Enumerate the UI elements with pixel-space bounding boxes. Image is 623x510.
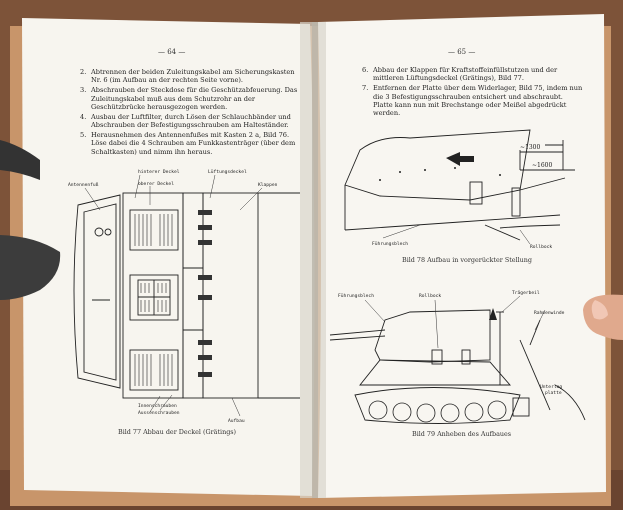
label-hinterer-deckel: hinterer Deckel [138,169,180,175]
instruction-step: 6.Abbau der Klappen für Kraftstoffeinfül… [362,66,558,83]
instruction-step: 2.Abtrennen der beiden Zuleitungskabel a… [80,68,295,85]
right-page [318,14,606,498]
left-page [22,18,315,496]
figure-79-drawing [329,309,586,424]
label-traegerbeil: Trägerbeil [512,290,540,296]
left-page-number: — 64 — [158,48,186,56]
label-innenschrauben: Innenschrauben [138,403,177,409]
right-page-instructions: 6.Abbau der Klappen für Kraftstoffeinfül… [362,66,584,119]
label-rollbock-79: Rollbock [419,293,441,299]
right-page-number: — 65 — [448,48,476,56]
arrow-up-icon [489,308,497,320]
label-oberer-deckel: oberer Deckel [138,181,174,187]
caption-bild-78: Bild 78 Aufbau in vorgerückter Stellung [402,256,532,264]
instruction-step: 4.Ausbau der Luftfilter, durch Lösen der… [80,112,291,130]
instruction-step: 7.Entfernen der Platte über dem Widerlag… [362,84,583,118]
instruction-step: 5.Herausnehmen des Antennenfußes mit Kas… [80,131,296,156]
label-antennenfuss: Antennenfuß [68,182,99,188]
label-rahmenwinde: Rahmenwinde [534,310,565,316]
figure-77-hinges [198,210,212,377]
dim-1600: ~1600 [532,162,552,169]
figure-77-leaders [84,174,263,417]
caption-bild-77: Bild 77 Abbau der Deckel (Grätings) [118,428,237,436]
label-fuehrungsblech-78: Führungsblech [372,241,408,247]
label-platte: platte [545,390,562,396]
instruction-step: 3.Abschrauben der Steckdose für die Gesc… [80,86,298,112]
arrow-left-icon [446,152,474,166]
figure-79-leaders [364,295,546,349]
page-clip-bottom [0,235,61,300]
label-aussenschrauben: Aussenschrauben [138,410,180,416]
dim-1300: ~1300 [520,144,540,151]
label-aufbau: Aufbau [228,418,245,424]
figure-79-wheels [368,400,507,423]
caption-bild-79: Bild 79 Anheben des Aufbaues [412,430,512,438]
label-rollbock-78: Rollbock [530,244,552,250]
page-clip-top [0,140,40,180]
figure-78-bolts [379,167,501,181]
label-klappen: Klappen [258,182,278,188]
label-fuehrungsblech-79: Führungsblech [338,293,374,299]
label-unterlag: Unterlag [540,384,562,390]
figure-77-grilles [134,214,173,386]
left-page-instructions: 2.Abtrennen der beiden Zuleitungskabel a… [80,68,302,158]
figure-78-drawing [344,129,575,241]
label-lueftungsdeckel: Lüftungsdeckel [208,169,247,175]
